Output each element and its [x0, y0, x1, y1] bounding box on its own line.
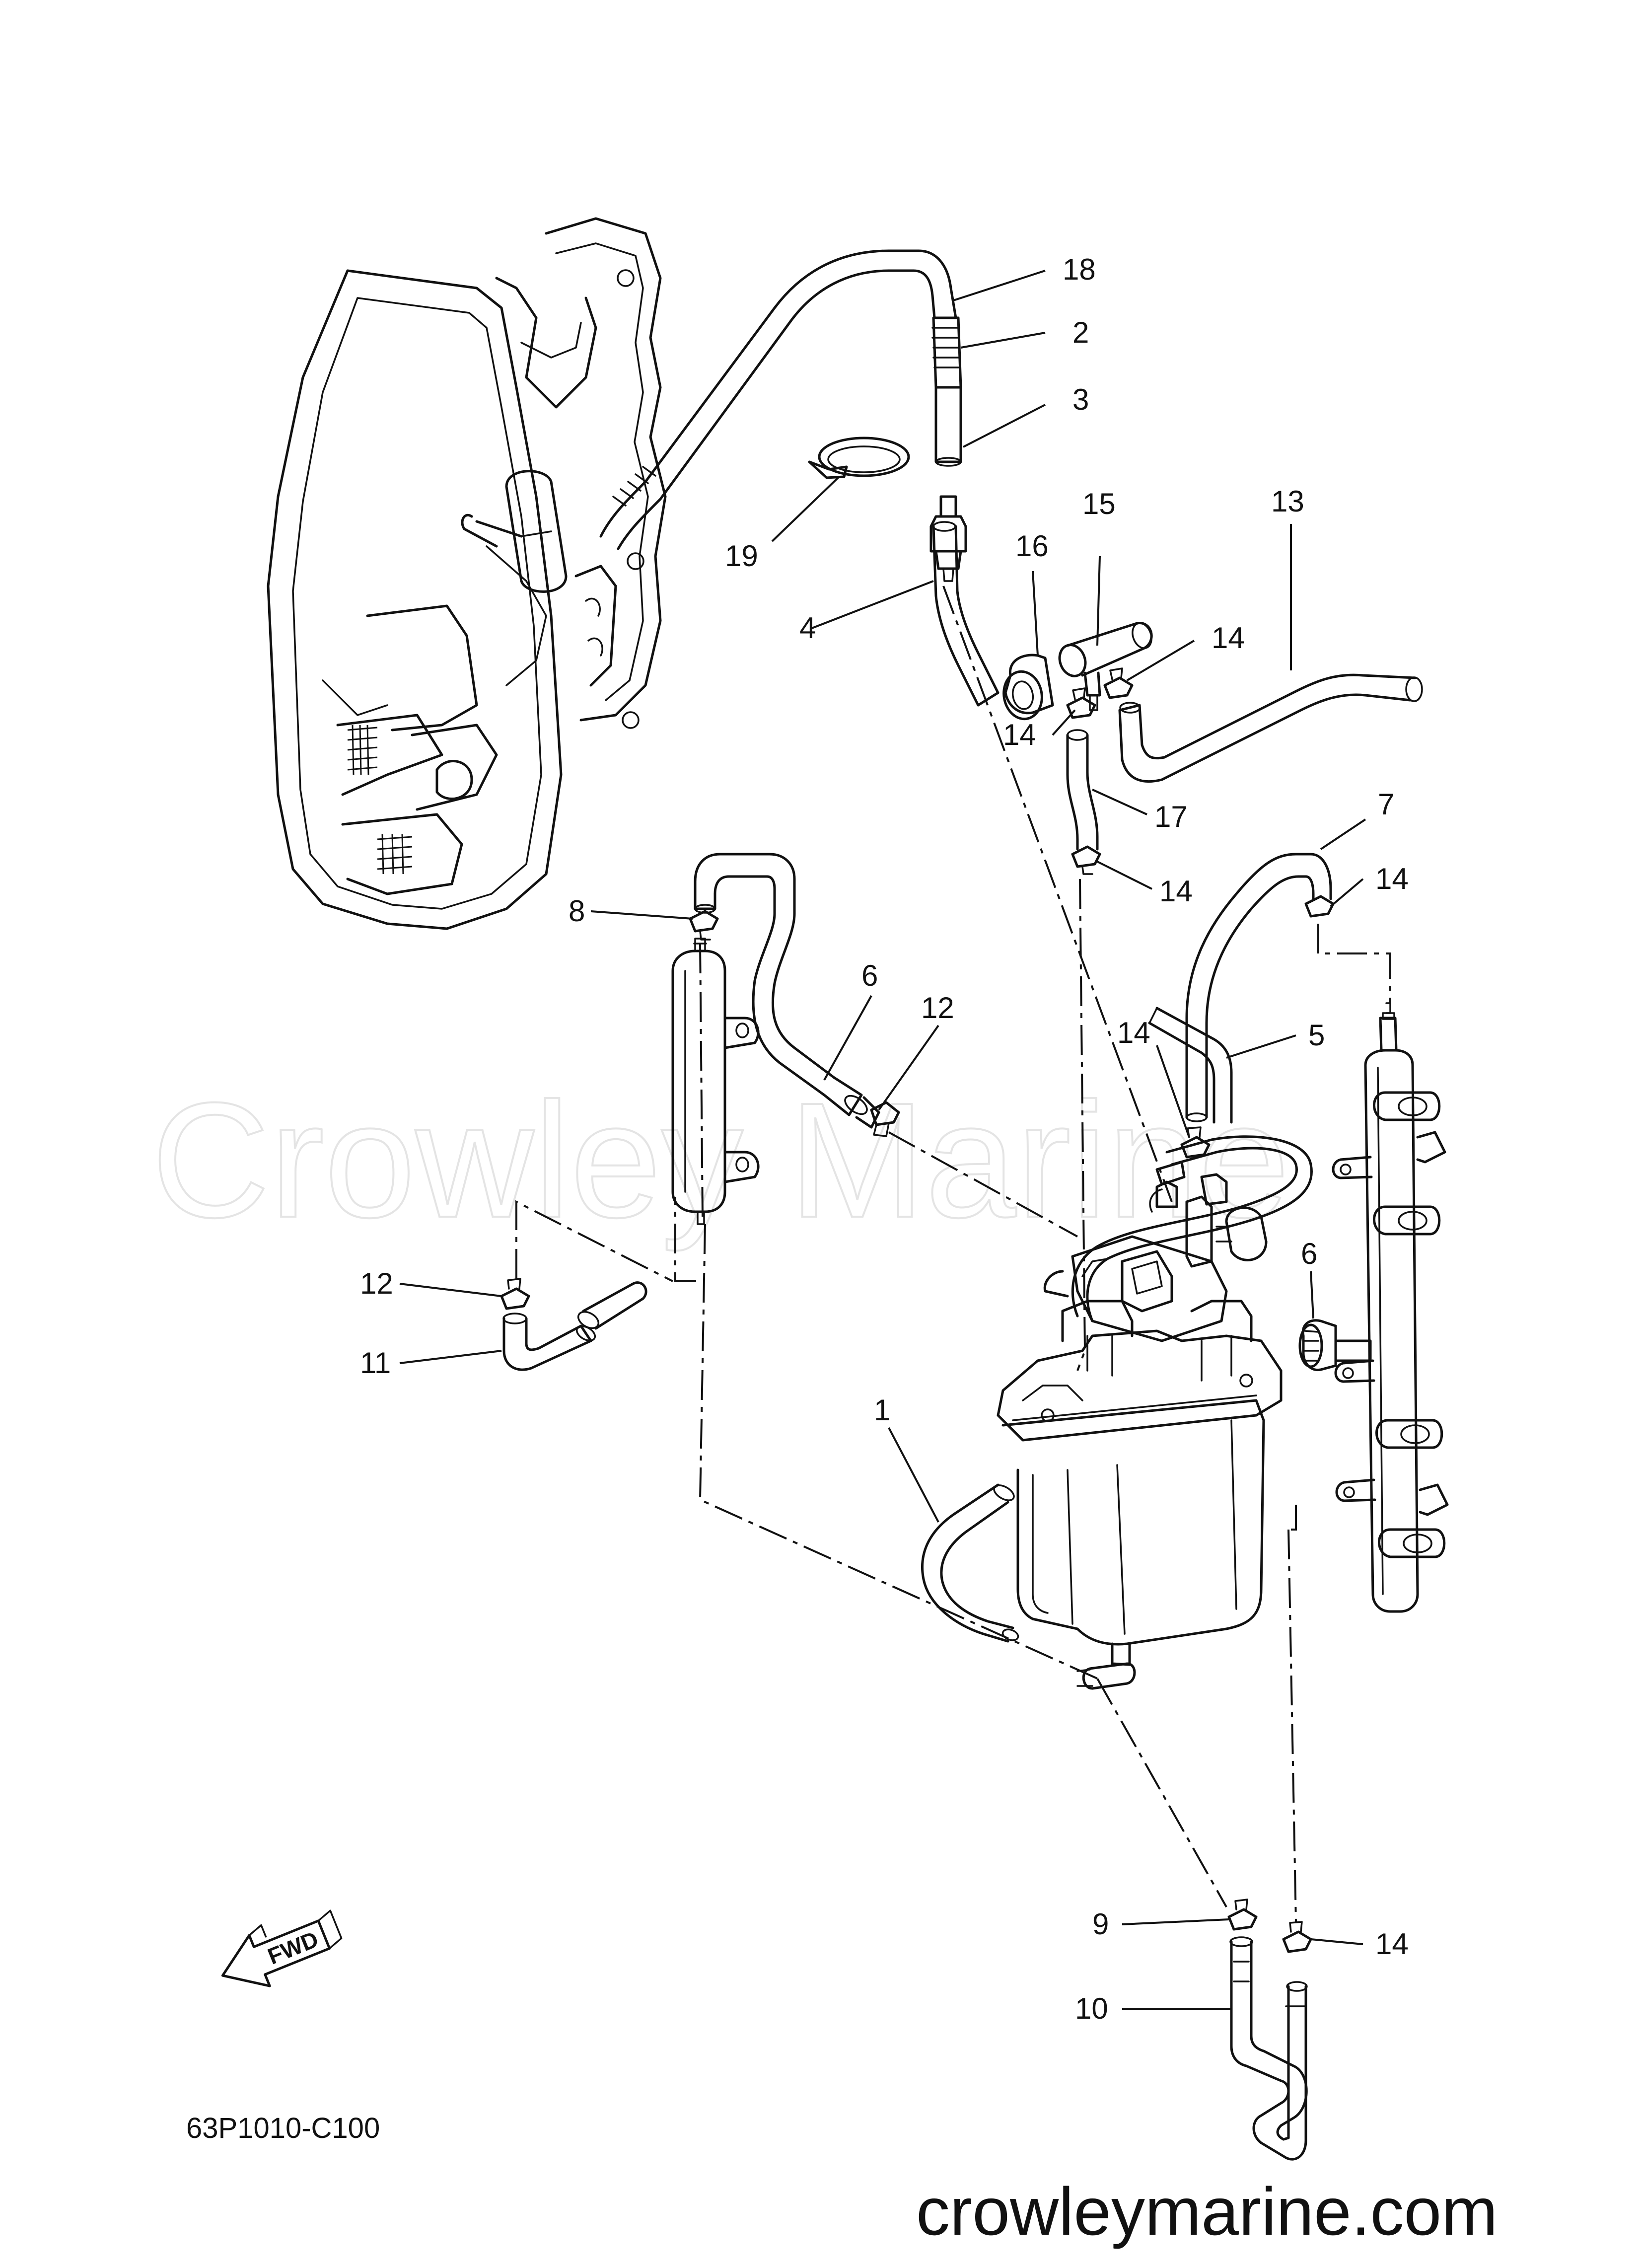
callout-4: 4 [799, 611, 816, 645]
hose-17 [1066, 729, 1099, 851]
callout-14-d: 14 [1375, 862, 1409, 895]
callout-7: 7 [1378, 788, 1394, 821]
connection-lines [515, 585, 1391, 1922]
callout-2: 2 [1072, 316, 1089, 349]
callout-12-upper: 12 [921, 991, 954, 1024]
grommet-16 [1002, 654, 1054, 721]
diagram-code: 63P1010-C100 [186, 2112, 380, 2144]
vapor-separator-tank [997, 1300, 1283, 1690]
callout-labels: 18 2 3 19 4 16 15 13 14 14 17 14 7 14 8 … [360, 253, 1409, 2025]
fwd-arrow-icon: FWD [221, 1909, 343, 1987]
fuel-cooler-bracket [671, 938, 760, 1225]
vent-loop-hose [1071, 1135, 1313, 1322]
clamp-14-a [1103, 667, 1134, 699]
intake-mesh-grille [347, 725, 413, 875]
clamp-band-19 [808, 437, 910, 479]
callout-14-b: 14 [1003, 718, 1036, 751]
callout-13: 13 [1271, 485, 1304, 518]
clamp-12-lower [500, 1278, 530, 1310]
hose-5 [1148, 1007, 1233, 1124]
hose-18-breather [599, 249, 962, 550]
callout-8: 6 [861, 959, 878, 992]
hose-7 [1185, 853, 1332, 1122]
clamp-9-lower [1227, 1899, 1258, 1931]
fuel-rail [1332, 1002, 1449, 1613]
hose-4 [932, 521, 999, 707]
callout-11: 11 [360, 1346, 391, 1380]
callout-14-f: 14 [1375, 1927, 1409, 1961]
callout-6-visible: 6 [1301, 1237, 1317, 1270]
clamp-14-d [1304, 895, 1335, 918]
clamp-14-f [1282, 1921, 1312, 1953]
joint-15 [1058, 622, 1153, 711]
hose-1 [921, 1483, 1019, 1643]
callout-14-a: 14 [1212, 621, 1245, 655]
hose-10-u-pipe [1229, 1936, 1308, 2161]
fuel-rail-injector-mounts [1373, 1091, 1446, 1558]
callout-12-lower: 12 [360, 1267, 393, 1300]
callout-15: 15 [1082, 487, 1116, 520]
filter-cap-6 [1298, 1319, 1337, 1372]
callout-9-top: 8 [569, 894, 585, 928]
callout-1: 1 [874, 1393, 890, 1427]
callout-5: 5 [1308, 1019, 1325, 1052]
air-silencer-assembly [267, 217, 667, 930]
watermark: Crowley Marine [151, 1068, 1289, 1252]
callout-9-lower: 9 [1092, 1907, 1109, 1941]
callout-16: 16 [1015, 529, 1049, 563]
callout-18: 18 [1063, 253, 1096, 286]
callout-14-c: 14 [1159, 875, 1193, 908]
callout-leaders [399, 270, 1366, 2010]
clamp-9-top [689, 910, 719, 941]
callout-10: 10 [1075, 1992, 1108, 2025]
site-url: crowleymarine.com [916, 2174, 1498, 2249]
callout-3: 3 [1072, 383, 1089, 416]
fuel-rail-brackets [1332, 1131, 1449, 1516]
clamp-14-c [1071, 845, 1101, 875]
check-valve-3 [929, 495, 967, 582]
clamp-14-b [1066, 687, 1096, 719]
callout-17: 17 [1154, 800, 1188, 833]
callout-19: 19 [725, 539, 758, 573]
hose-13 [1118, 673, 1423, 783]
callout-14-e: 14 [1117, 1016, 1150, 1049]
hose-11-elbow [502, 1313, 596, 1371]
hose-11-straight [577, 1281, 647, 1330]
